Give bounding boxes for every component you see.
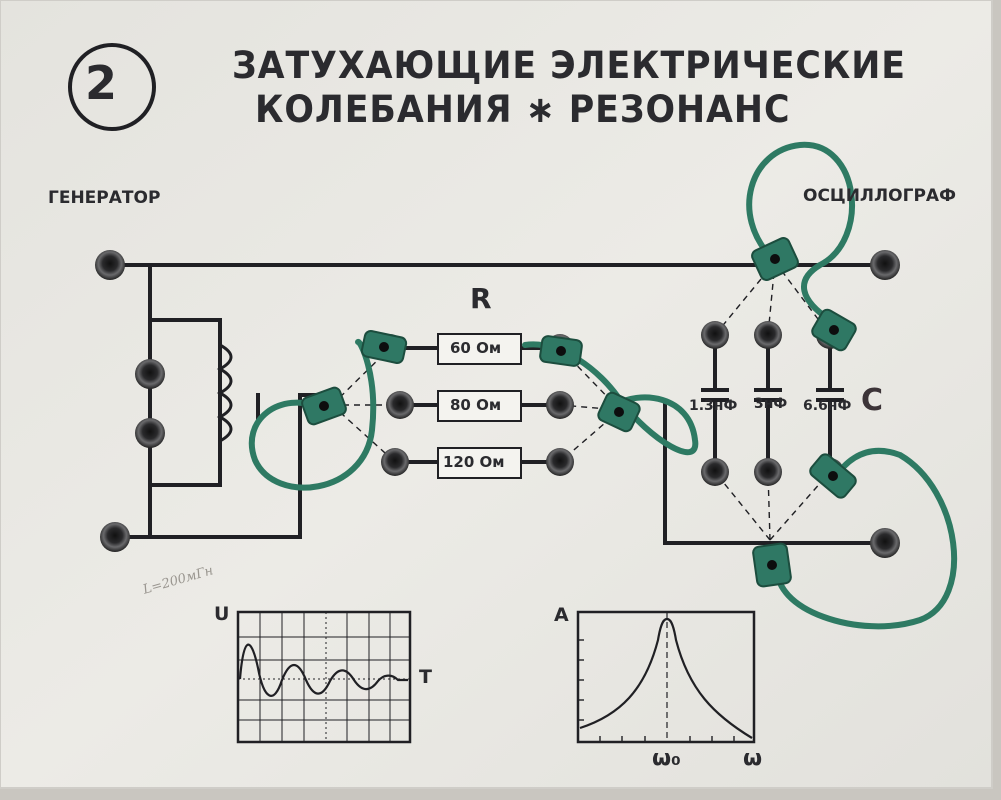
damped-wave xyxy=(238,643,408,697)
oscillogram-grid xyxy=(238,612,410,742)
capacitor-2-label: 3нФ xyxy=(754,396,788,412)
resistor-120-label: 120 Ом xyxy=(443,453,505,471)
inductor-coil xyxy=(216,343,233,443)
resistor-80-label: 80 Ом xyxy=(450,396,502,414)
capacitor-3-label: 6.6нФ xyxy=(803,398,852,414)
oscillogram xyxy=(236,610,412,744)
board-number: 2 xyxy=(85,56,118,110)
resonance-curve xyxy=(579,617,753,739)
oscillogram-x-label: T xyxy=(419,666,432,688)
resonance-x-label: ω xyxy=(743,746,763,771)
title-line-2: КОЛЕБАНИЯ ∗ РЕЗОНАНС xyxy=(255,88,791,131)
plug-holes xyxy=(319,254,839,570)
resistor-boxes xyxy=(437,333,522,479)
capacitor-plates xyxy=(701,388,844,402)
number-circle xyxy=(68,43,156,131)
resonance-y-label: A xyxy=(554,604,569,626)
oscillogram-y-label: U xyxy=(214,603,230,625)
panel-edge xyxy=(0,0,992,788)
resistor-60-label: 60 Ом xyxy=(450,339,502,357)
resonance-ticks xyxy=(578,639,735,742)
resonance-plot xyxy=(576,610,756,744)
capacitor-1-label: 1.3нФ xyxy=(689,398,738,414)
title-line-1: ЗАТУХАЮЩИЕ ЭЛЕКТРИЧЕСКИЕ xyxy=(232,44,906,87)
generator-label: ГЕНЕРАТОР xyxy=(48,188,161,208)
capacitor-group-label: C xyxy=(861,383,884,418)
resonance-peak-label: ω₀ xyxy=(652,746,681,771)
resistor-group-label: R xyxy=(470,282,492,315)
oscilloscope-label: ОСЦИЛЛОГРАФ xyxy=(803,186,956,206)
